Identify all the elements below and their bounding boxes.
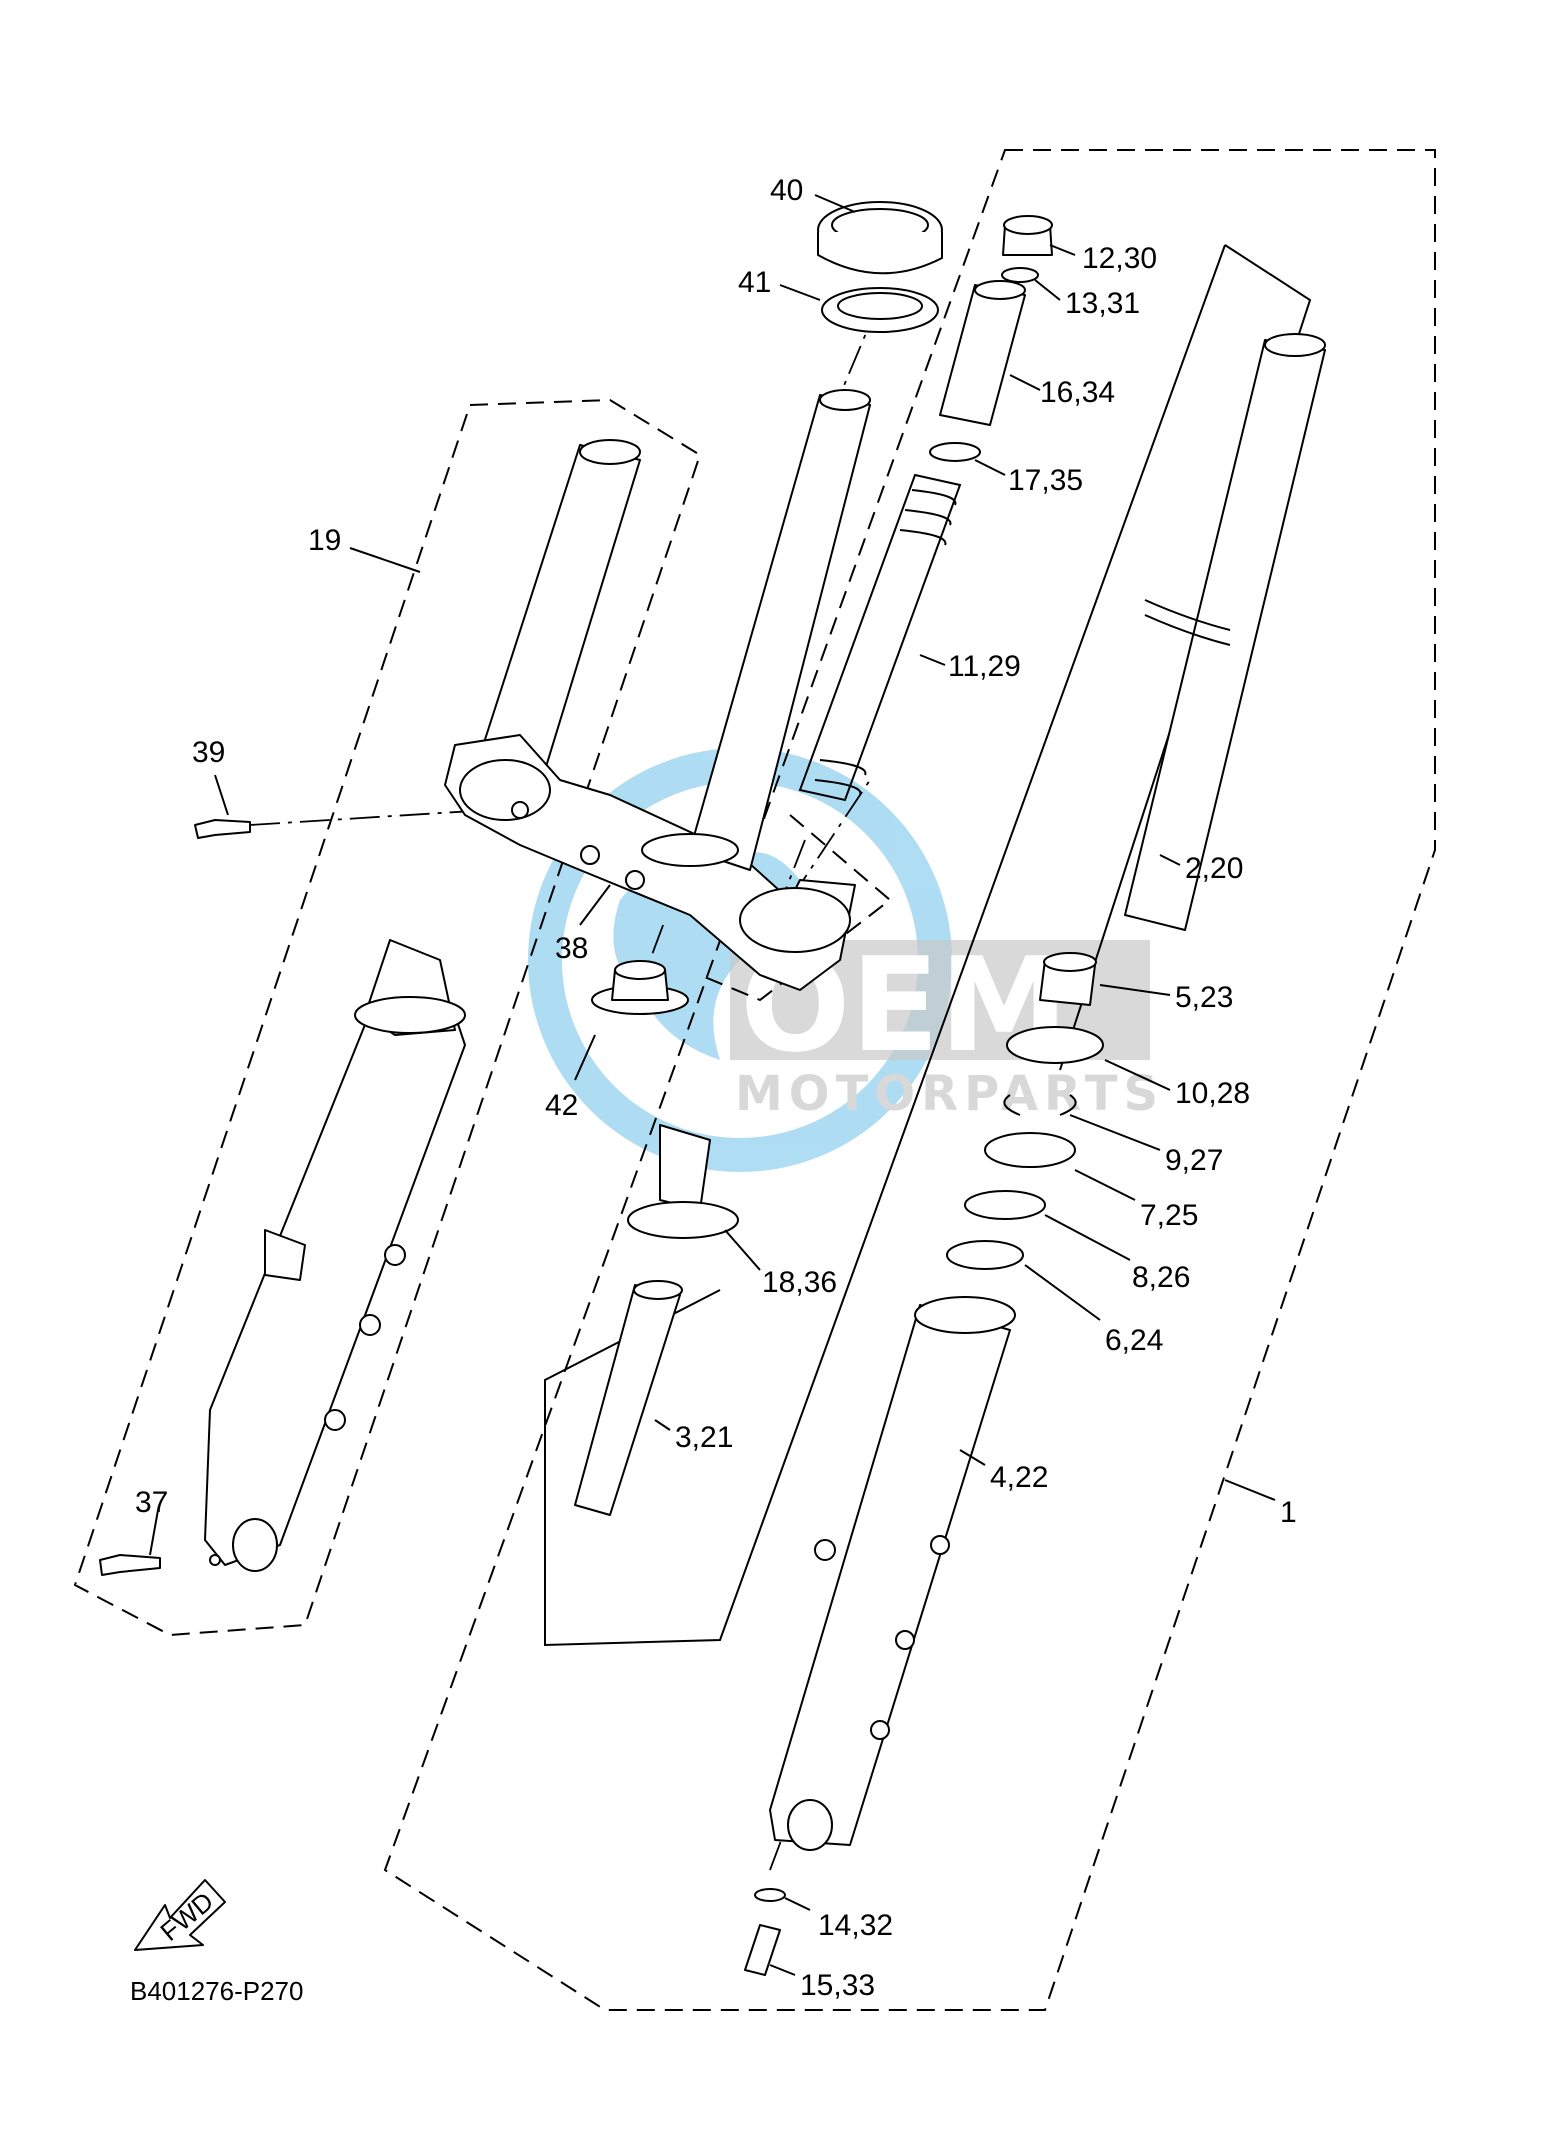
assembly-1-outline	[383, 149, 1436, 2011]
bracket-line-right	[1059, 244, 1312, 1071]
right-fork	[744, 333, 1326, 1976]
left-dust-seal	[354, 996, 466, 1034]
label-19: 19	[308, 524, 341, 557]
label-15-33: 15,33	[800, 1969, 875, 2002]
inner-upper-tube	[659, 1124, 711, 1211]
label-39: 39	[192, 736, 225, 769]
left-outer-tube	[204, 974, 466, 1566]
left-mount-hole-2	[359, 1314, 381, 1336]
washer-8	[964, 1190, 1046, 1220]
label-6-24: 6,24	[1105, 1324, 1163, 1357]
right-outer-tube-4	[769, 1304, 1011, 1846]
steering-stem	[641, 389, 871, 871]
label-16-34: 16,34	[1040, 376, 1115, 409]
label-9-27: 9,27	[1165, 1144, 1223, 1177]
gasket-14	[754, 1888, 786, 1902]
bushing-6	[946, 1240, 1024, 1270]
label-37: 37	[135, 1486, 168, 1519]
diagram-code: B401276-P270	[130, 1976, 303, 2006]
bracket-hole-2	[580, 845, 600, 865]
spacer-16	[939, 280, 1026, 426]
bracket-hole-1	[511, 801, 529, 819]
right-inner-tube-top	[1264, 333, 1326, 357]
bracket-hole-3	[625, 870, 645, 890]
left-mount-hole-3	[324, 1409, 346, 1431]
label-7-25: 7,25	[1140, 1199, 1198, 1232]
bracket-line-left	[544, 244, 1226, 1647]
bolt-37	[99, 1554, 161, 1576]
steering-nut-42	[591, 960, 689, 1015]
label-3-21: 3,21	[675, 1421, 733, 1454]
stem-top	[819, 389, 871, 411]
label-41: 41	[738, 266, 771, 299]
label-5-23: 5,23	[1175, 981, 1233, 1014]
o-ring-13	[1001, 267, 1039, 283]
left-inner-tube	[479, 444, 641, 771]
label-4-22: 4,22	[990, 1461, 1048, 1494]
label-38: 38	[555, 932, 588, 965]
slide-bushing-18	[627, 1201, 739, 1239]
label-2-20: 2,20	[1185, 852, 1243, 885]
left-axle-hole	[209, 1554, 221, 1566]
damper-rod-3	[574, 1284, 681, 1516]
right-outer-tube-top	[914, 1296, 1016, 1334]
right-axle-boss	[787, 1799, 833, 1851]
right-mount-hole-3	[895, 1630, 915, 1650]
assembly-19-outline	[73, 398, 702, 1637]
watermark-tagline: MOTORPARTS	[735, 1066, 1164, 1122]
clip-9	[1003, 1094, 1077, 1116]
label-1: 1	[1280, 1496, 1297, 1529]
left-axle-boss	[232, 1518, 278, 1572]
label-17-35: 17,35	[1008, 464, 1083, 497]
lower-bracket-clamp-right	[739, 887, 851, 953]
label-14-32: 14,32	[818, 1909, 893, 1942]
left-caliper-mount	[264, 1229, 306, 1281]
bearing-40	[817, 201, 943, 275]
lower-bracket-clamp-left	[459, 759, 551, 821]
right-mount-hole-2	[930, 1535, 950, 1555]
right-mount-hole-4	[870, 1720, 890, 1740]
label-8-26: 8,26	[1132, 1261, 1190, 1294]
right-inner-tube-2	[1124, 339, 1326, 931]
spacer-10	[1006, 1026, 1104, 1064]
left-tube-cap	[579, 439, 641, 465]
fork-spring-11	[798, 473, 962, 802]
bolt-39	[194, 819, 251, 839]
label-10-28: 10,28	[1175, 1077, 1250, 1110]
break-mark	[1144, 599, 1231, 646]
stem-base-washer	[641, 833, 739, 867]
label-40: 40	[770, 174, 803, 207]
damper-rod-top	[633, 1280, 683, 1300]
leader-lines	[149, 194, 1276, 1976]
label-12-30: 12,30	[1082, 242, 1157, 275]
cap-bolt-12	[1002, 215, 1053, 256]
bearing-race-41	[821, 287, 939, 333]
washer-17	[929, 442, 981, 462]
axis-line-bottom-bolt	[769, 1829, 786, 1871]
left-mount-hole-1	[384, 1244, 406, 1266]
label-42: 42	[545, 1089, 578, 1122]
label-13-31: 13,31	[1065, 287, 1140, 320]
axis-line-stem	[769, 839, 806, 931]
left-fork-assembly	[204, 439, 641, 1572]
right-mount-hole-1	[814, 1539, 836, 1561]
label-11-29: 11,29	[948, 650, 1021, 683]
bushing-5-top	[1043, 952, 1097, 972]
center-fork-parts	[574, 1124, 739, 1516]
lower-bracket	[444, 734, 856, 991]
label-18-36: 18,36	[762, 1266, 837, 1299]
drain-bolt-15	[744, 1924, 781, 1976]
oil-seal-7	[984, 1132, 1076, 1168]
fwd-arrow-icon: FWD	[134, 1879, 226, 1951]
